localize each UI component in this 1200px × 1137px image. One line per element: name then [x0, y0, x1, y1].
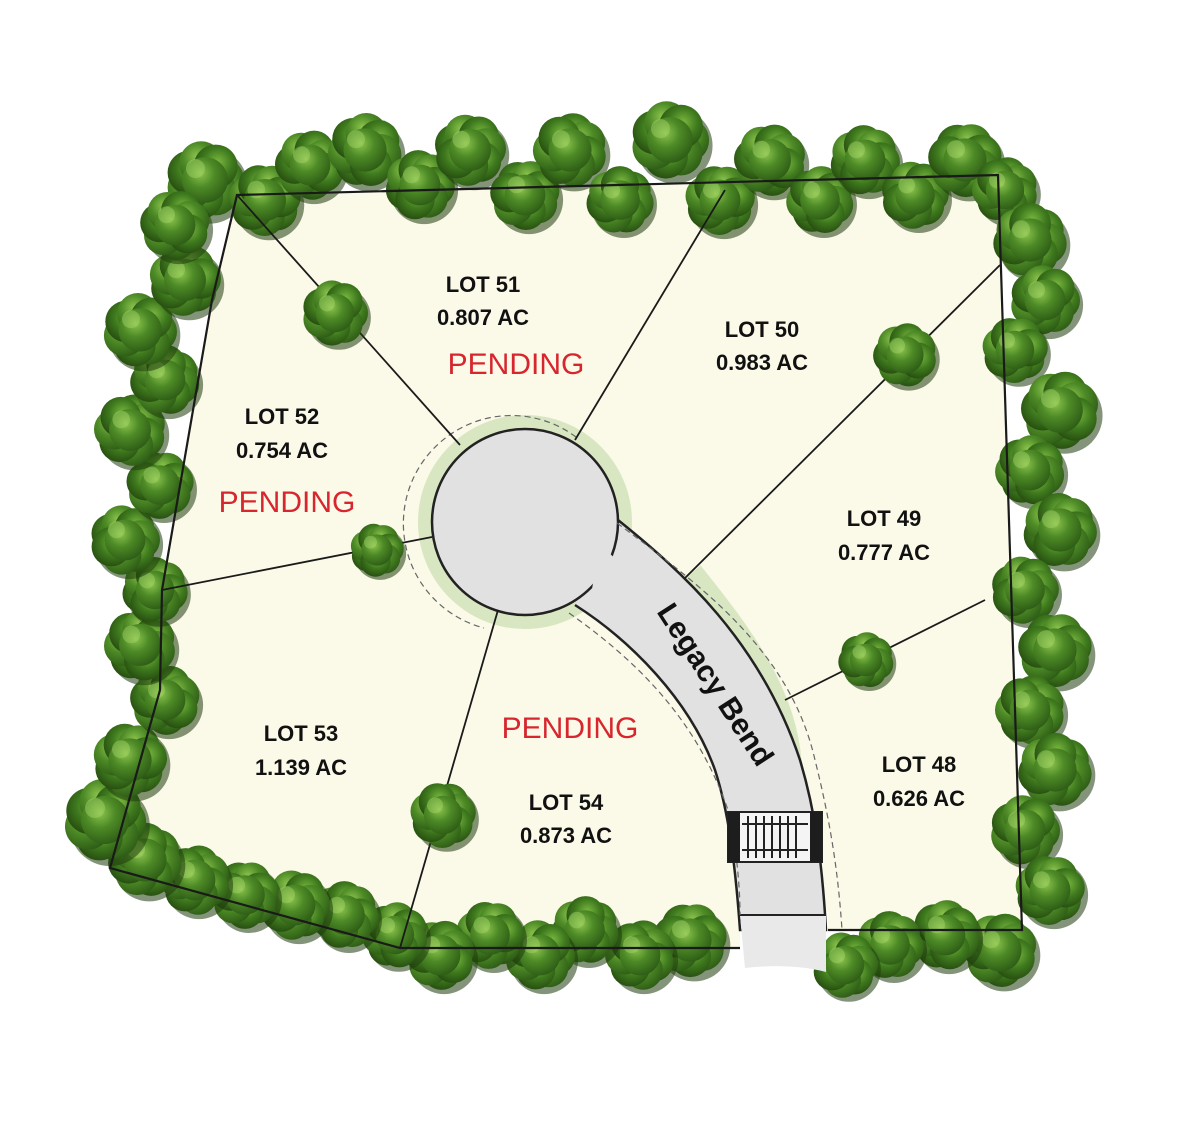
gate-icon [727, 811, 823, 863]
tree-icon [1018, 614, 1096, 692]
tree-icon [130, 345, 204, 420]
tree-icon [991, 795, 1064, 870]
lot-name: LOT 52 [245, 404, 320, 429]
lot-name: LOT 53 [264, 721, 339, 746]
tree-icon [229, 165, 305, 241]
tree-icon [104, 609, 180, 686]
tree-icon [130, 666, 204, 740]
lot-name: LOT 54 [529, 790, 604, 815]
tree-icon [632, 101, 713, 184]
tree-icon [995, 435, 1069, 510]
lot-50[interactable]: LOT 50 0.983 AC [716, 317, 808, 375]
tree-icon [435, 114, 510, 191]
tree-icon [362, 902, 431, 972]
lot-acreage: 0.754 AC [236, 438, 328, 463]
tree-icon [1023, 493, 1101, 572]
tree-icon [140, 191, 214, 265]
lot-name: LOT 50 [725, 317, 800, 342]
lot-acreage: 0.983 AC [716, 350, 808, 375]
tree-icon [685, 166, 759, 240]
tree-icon [261, 870, 334, 945]
tree-icon [149, 244, 225, 321]
lot-acreage: 0.807 AC [437, 305, 529, 330]
lot-name: LOT 48 [882, 752, 957, 777]
tree-icon [103, 293, 181, 372]
lot-acreage: 1.139 AC [255, 755, 347, 780]
tree-icon [993, 202, 1071, 282]
lot-52[interactable]: LOT 52 0.754 AC PENDING [219, 404, 356, 519]
tree-icon [1018, 732, 1096, 812]
tree-icon [586, 166, 657, 238]
tree-icon [91, 505, 164, 580]
tree-icon [65, 779, 150, 866]
tree-icon [122, 557, 191, 627]
tree-icon [838, 632, 897, 692]
lot-53[interactable]: LOT 53 1.139 AC [255, 721, 347, 780]
tree-icon [93, 723, 171, 802]
interior-trees [303, 280, 940, 852]
lot-status-pending: PENDING [502, 712, 639, 745]
lot-name: LOT 51 [446, 272, 521, 297]
lot-49[interactable]: LOT 49 0.777 AC [838, 506, 930, 565]
lot-status-pending: PENDING [448, 348, 585, 381]
lot-name: LOT 49 [847, 506, 922, 531]
verge-dashed-edge [402, 414, 843, 931]
tree-icon [786, 166, 857, 238]
property-boundary [108, 173, 1024, 950]
tree-icon [1015, 856, 1089, 930]
tree-border [65, 101, 1103, 1002]
tree-icon [350, 523, 407, 580]
tree-icon [605, 920, 679, 995]
tree-icon [1021, 371, 1103, 454]
tree-icon [94, 394, 170, 471]
tree-icon [963, 913, 1041, 992]
tree-icon [873, 323, 940, 391]
lot-acreage: 0.873 AC [520, 823, 612, 848]
tree-icon [167, 141, 248, 224]
lot-48[interactable]: LOT 48 0.626 AC [873, 752, 965, 811]
tree-icon [532, 113, 611, 192]
lot-54[interactable]: LOT 54 0.873 AC PENDING [502, 712, 639, 848]
lot-51[interactable]: LOT 51 0.807 AC PENDING [437, 272, 584, 381]
tree-icon [1011, 265, 1084, 340]
tree-icon [303, 280, 371, 350]
lot-status-pending: PENDING [219, 486, 356, 519]
lot-acreage: 0.626 AC [873, 786, 965, 811]
tree-icon [506, 920, 579, 995]
lot-acreage: 0.777 AC [838, 540, 930, 565]
tree-icon [653, 904, 731, 982]
tree-icon [410, 783, 479, 852]
tree-icon [328, 112, 406, 192]
tree-icon [456, 902, 527, 973]
tree-icon [490, 161, 564, 235]
tree-icon [995, 675, 1069, 750]
